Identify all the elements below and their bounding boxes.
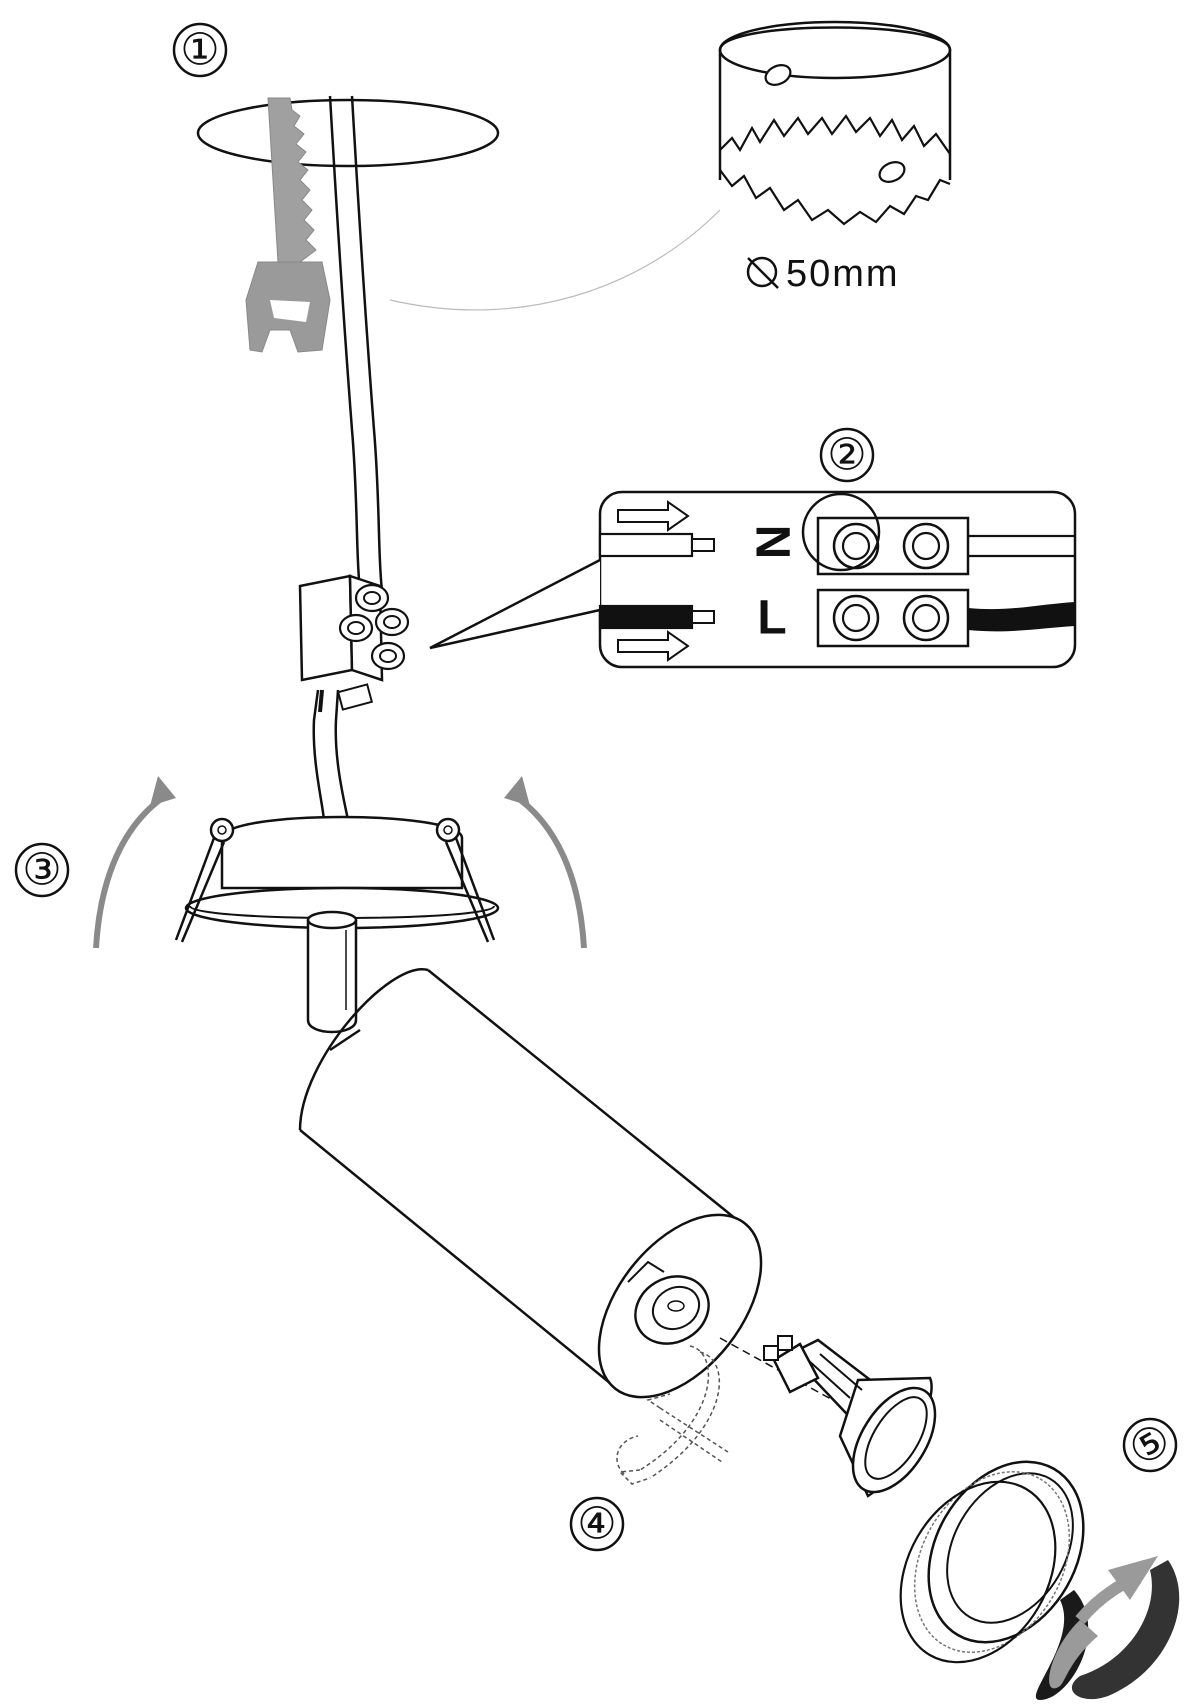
callout-line — [389, 209, 721, 311]
step1-badge — [172, 22, 228, 78]
hole-saw-icon — [718, 20, 952, 226]
supply-cable-left — [328, 95, 362, 591]
retaining-ring-icon — [899, 1460, 1085, 1664]
step3-label: ③ — [22, 846, 61, 895]
spotlight-body — [298, 968, 763, 1399]
terminal-block-icon — [298, 574, 410, 711]
swivel-arm — [306, 920, 358, 1034]
step2-badge — [819, 427, 875, 483]
step4-label: ④ — [577, 1500, 616, 1549]
mounting-housing — [220, 815, 464, 890]
step2-group: ② N L — [298, 427, 1077, 821]
lamp-cable-right — [334, 689, 350, 821]
curved-arrow-icon-right — [510, 791, 587, 949]
terminal-block-neutral — [801, 492, 1075, 576]
step1-label: ① — [180, 26, 219, 75]
step5-label: ⑤ — [1121, 1414, 1180, 1476]
diameter-symbol — [746, 256, 779, 289]
live-label: L — [757, 592, 786, 645]
ceiling-hole — [196, 98, 500, 168]
step4-badge — [569, 1496, 625, 1552]
lamp-cable-left — [312, 689, 326, 821]
step2-label: ② — [827, 431, 866, 480]
curved-arrow-icon — [93, 791, 170, 949]
step4-group: ④ — [569, 1335, 937, 1552]
terminal-block-live — [816, 588, 1075, 648]
keyhole-saw-icon — [245, 97, 331, 353]
step5-badge — [1122, 1417, 1178, 1473]
hole-size-label: 50mm — [786, 253, 900, 295]
callout-pointer — [429, 558, 601, 650]
neutral-label: N — [746, 525, 799, 560]
step3-badge — [14, 842, 70, 898]
step1-group: ① 50mm — [172, 20, 952, 591]
step3-group: ③ — [14, 776, 587, 1034]
supply-cable-right — [350, 95, 384, 591]
gu10-bulb-icon — [763, 1335, 937, 1498]
rotate-arrow-icon — [1035, 1556, 1180, 1700]
twist-arrow-icon — [639, 1345, 710, 1471]
